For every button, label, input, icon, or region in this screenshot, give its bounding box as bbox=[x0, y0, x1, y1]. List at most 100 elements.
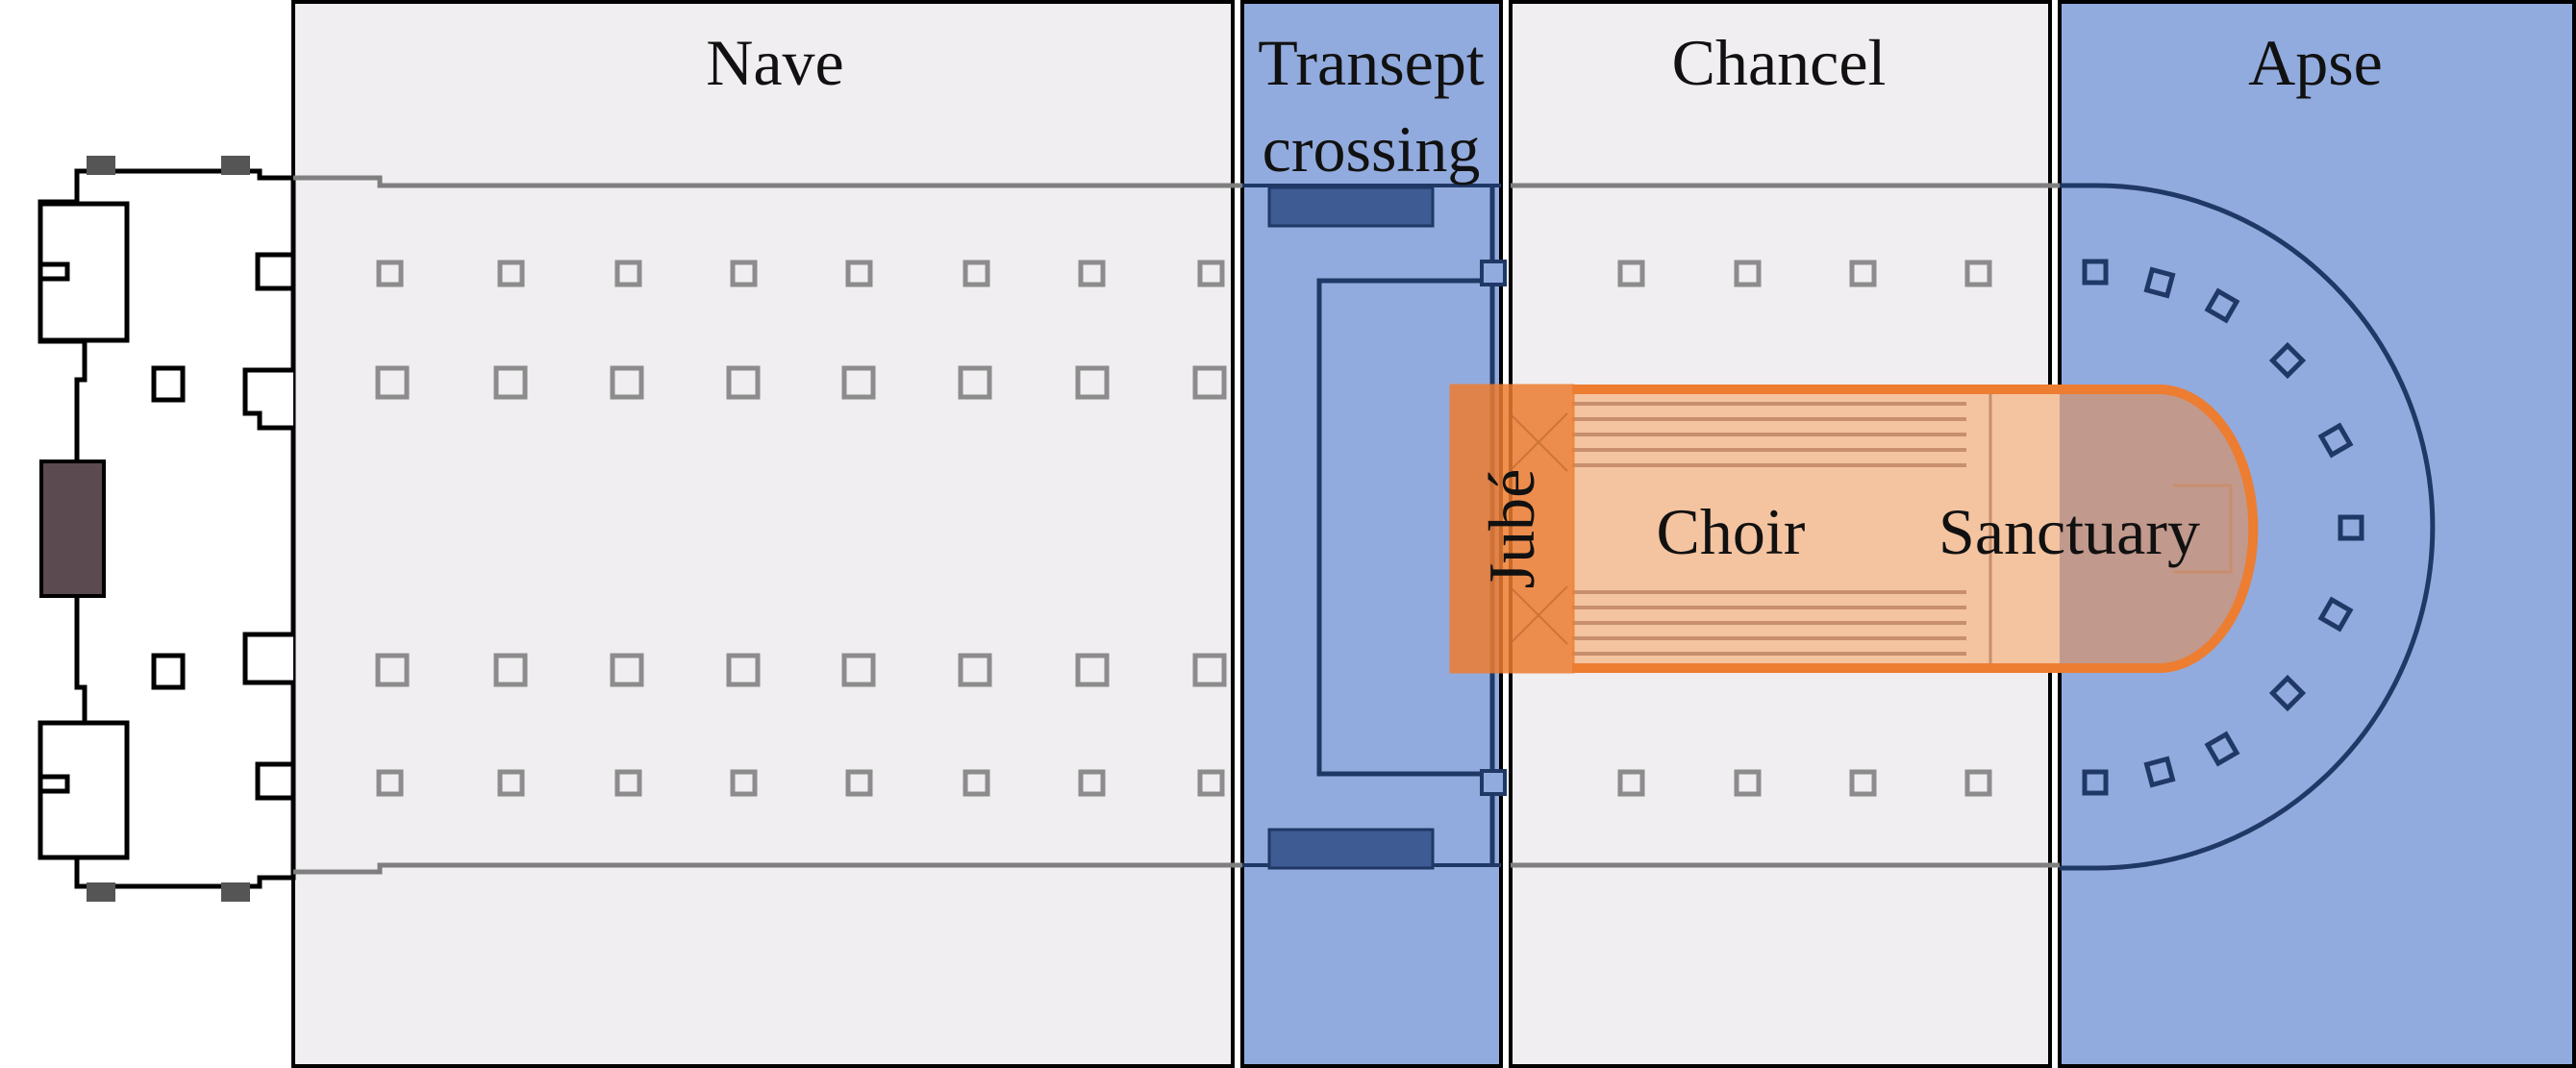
pillar bbox=[841, 653, 876, 687]
pillar bbox=[1192, 365, 1227, 400]
apse-details bbox=[2060, 183, 2436, 871]
apse-label: Apse bbox=[2248, 26, 2383, 99]
pillar bbox=[1734, 260, 1762, 287]
pillar bbox=[845, 260, 873, 287]
pillar bbox=[730, 769, 758, 797]
facade-westwork bbox=[38, 168, 296, 889]
altar-outline bbox=[2173, 484, 2233, 574]
pillar bbox=[375, 653, 410, 687]
pillar bbox=[1075, 653, 1110, 687]
choir-label: Choir bbox=[1657, 495, 1806, 568]
choir-outline bbox=[1572, 385, 2259, 673]
transept-label-line1: Transept bbox=[1258, 26, 1485, 99]
pillar bbox=[497, 769, 525, 797]
choir-stalls-north bbox=[1572, 402, 1966, 467]
facade-notch-bottom bbox=[40, 774, 70, 794]
facade-pier-2 bbox=[151, 653, 186, 690]
nave-pillars bbox=[375, 260, 1227, 797]
transept-pillar-bottom bbox=[1480, 769, 1507, 796]
pillar bbox=[493, 365, 528, 400]
pillar bbox=[730, 260, 758, 287]
nave-pillar-row-3 bbox=[375, 653, 1227, 687]
pillar bbox=[1964, 260, 1992, 287]
transept-bar-bottom bbox=[1267, 828, 1435, 870]
facade-towers bbox=[87, 156, 250, 902]
pillar bbox=[726, 653, 761, 687]
pillar bbox=[963, 260, 990, 287]
main-door bbox=[39, 459, 106, 598]
pillar bbox=[497, 260, 525, 287]
transept-details bbox=[1242, 184, 1507, 870]
pillar bbox=[1197, 260, 1225, 287]
jube-hatching bbox=[1509, 412, 1568, 645]
pillar bbox=[2082, 769, 2109, 796]
nave-label: Nave bbox=[706, 26, 843, 99]
pillar bbox=[958, 365, 992, 400]
jube-label: Jubé bbox=[1475, 469, 1548, 589]
pillar bbox=[841, 365, 876, 400]
tower-cap-2 bbox=[221, 156, 250, 175]
facade-pier-1 bbox=[151, 365, 186, 403]
pillar bbox=[2317, 422, 2354, 459]
section-labels: Nave Transept crossing Chancel Apse Choi… bbox=[706, 26, 2383, 588]
chancel-label: Chancel bbox=[1672, 26, 1887, 99]
nave-panel bbox=[291, 0, 1235, 1068]
pillar bbox=[1734, 769, 1762, 797]
pillar bbox=[2082, 259, 2109, 286]
facade-buttress-1 bbox=[242, 367, 293, 431]
south-wall bbox=[293, 862, 1242, 875]
tower-cap-1 bbox=[87, 156, 115, 175]
sanctuary-overlay bbox=[2060, 389, 2254, 668]
facade-buttress-2 bbox=[242, 632, 293, 685]
pillar bbox=[845, 769, 873, 797]
pillar bbox=[1075, 365, 1110, 400]
pillar bbox=[1617, 260, 1645, 287]
chancel-details bbox=[1511, 183, 2060, 868]
transept-inner-outline bbox=[1316, 278, 1492, 777]
pillar bbox=[1192, 653, 1227, 687]
facade-notch-top bbox=[40, 261, 70, 282]
pillar bbox=[2268, 341, 2307, 380]
nave-walls bbox=[293, 175, 1242, 875]
facade-left-bay-top bbox=[38, 201, 130, 343]
nave-pillar-row-1 bbox=[376, 260, 1225, 287]
pillar bbox=[376, 260, 404, 287]
nave-pillar-row-4 bbox=[376, 769, 1225, 797]
pillar bbox=[2204, 287, 2240, 324]
pillar bbox=[1617, 769, 1645, 797]
pillar bbox=[614, 260, 642, 287]
transept-pillar-top bbox=[1480, 260, 1507, 286]
pillar bbox=[493, 653, 528, 687]
hatch-line bbox=[1509, 585, 1568, 645]
tower-cap-4 bbox=[221, 882, 250, 902]
sanctuary-steps bbox=[1988, 394, 2233, 663]
choir-stalls-south bbox=[1572, 590, 1966, 656]
facade-pier-3 bbox=[255, 252, 296, 291]
pillar bbox=[963, 769, 990, 797]
chancel-pillars bbox=[1617, 260, 1992, 797]
pillar bbox=[376, 769, 404, 797]
pillar bbox=[614, 769, 642, 797]
north-wall bbox=[293, 175, 1242, 188]
pillar bbox=[1197, 769, 1225, 797]
choir-enclosure bbox=[1572, 385, 2259, 673]
pillar bbox=[1078, 769, 1106, 797]
pillar bbox=[2143, 756, 2176, 788]
pillar bbox=[610, 365, 644, 400]
tower-cap-3 bbox=[87, 882, 115, 902]
pillar bbox=[958, 653, 992, 687]
nave-pillar-row-2 bbox=[375, 365, 1227, 400]
hatch-line bbox=[1509, 412, 1568, 472]
pillar bbox=[1849, 260, 1877, 287]
pillar bbox=[2338, 514, 2364, 541]
pillar bbox=[1849, 769, 1877, 797]
jube-screen bbox=[1449, 384, 1575, 674]
facade-pier-4 bbox=[255, 761, 296, 801]
pillar bbox=[726, 365, 761, 400]
apse-ambulatory-pillars bbox=[2082, 259, 2364, 796]
pillar bbox=[1964, 769, 1992, 797]
transept-label-line2: crossing bbox=[1263, 112, 1481, 186]
pillar bbox=[2204, 731, 2240, 767]
pillar bbox=[1078, 260, 1106, 287]
